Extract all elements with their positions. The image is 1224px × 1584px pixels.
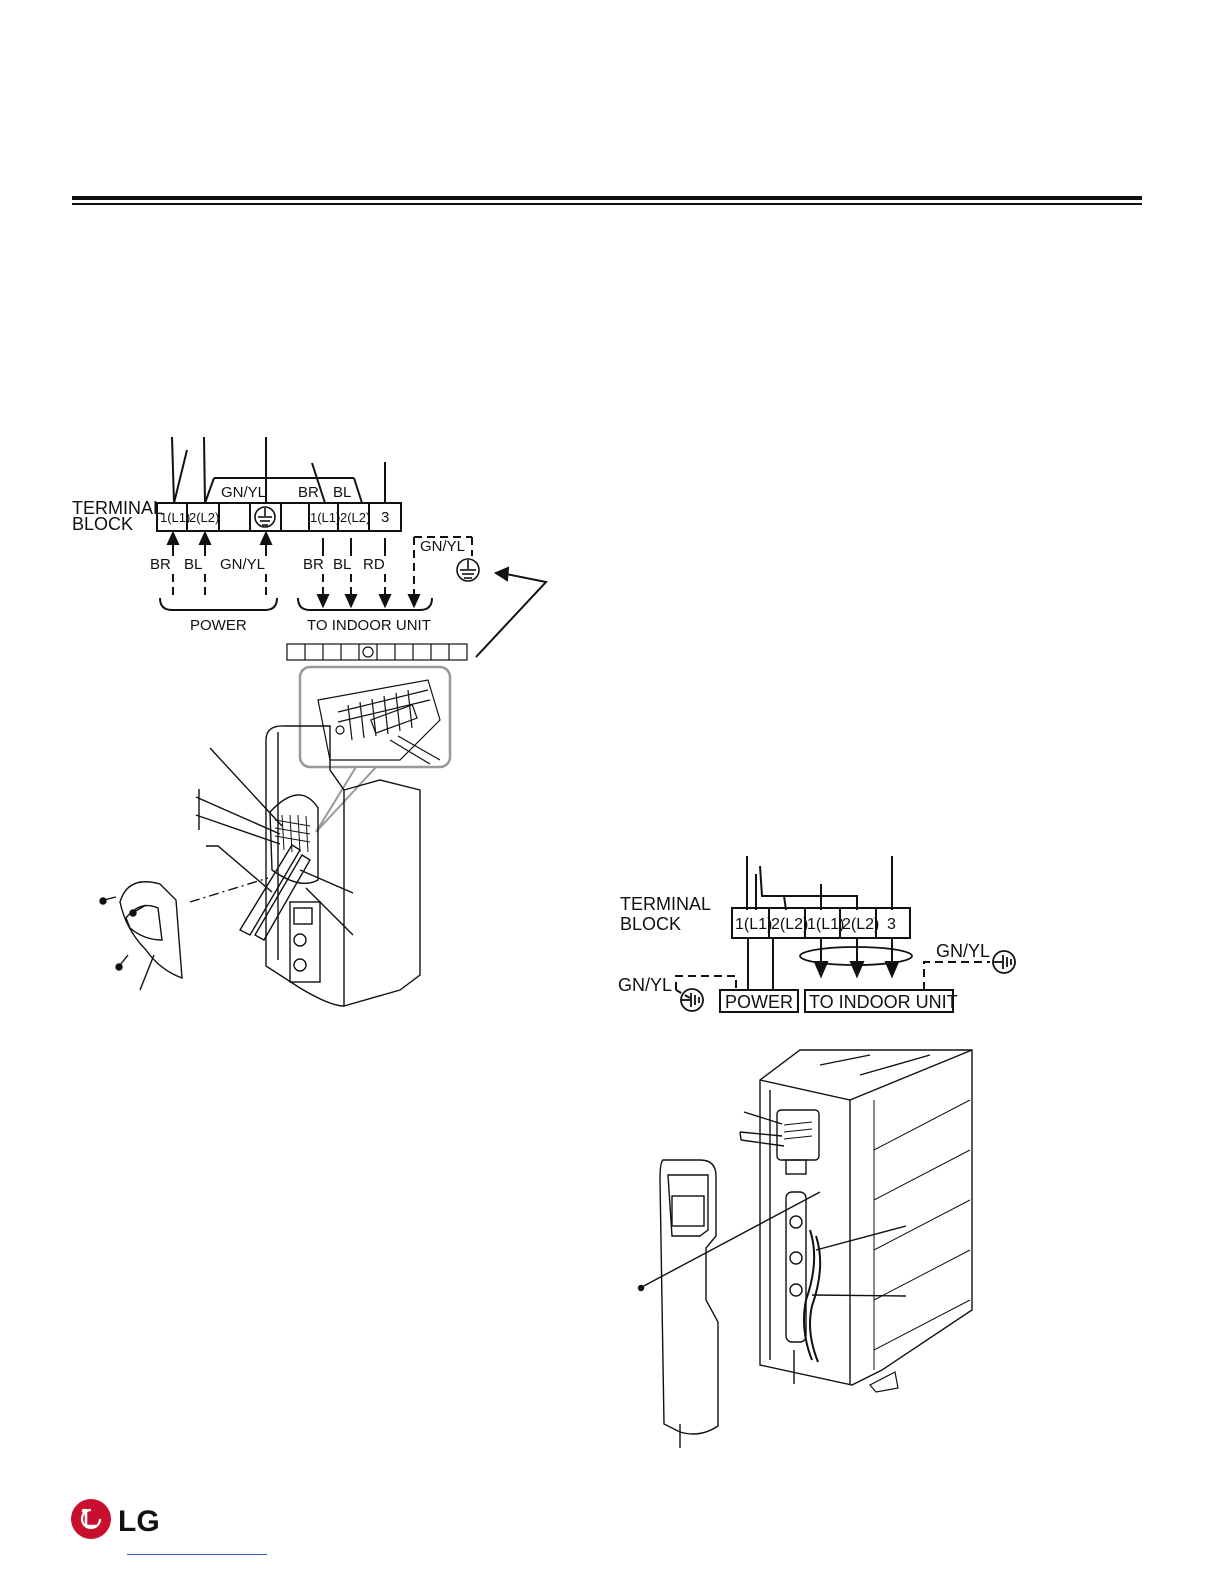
right-terminal-2: 2(L2): [771, 916, 808, 933]
ground-icon: [681, 989, 703, 1011]
right-indoor-group-label: TO INDOOR UNIT: [809, 992, 958, 1012]
footer-link-underline: [127, 1554, 267, 1555]
right-power-group-label: POWER: [725, 992, 793, 1012]
right-terminal-5: 3: [887, 916, 896, 933]
ground-icon: [993, 951, 1015, 973]
right-ground-label-right: GN/YL: [936, 941, 990, 961]
right-top-leaders: [747, 856, 892, 910]
right-terminal-4: 2(L2): [842, 916, 879, 933]
lg-logo-mark: LG: [70, 1498, 170, 1540]
right-outdoor-unit: [639, 1050, 973, 1392]
right-service-cover: [660, 1160, 718, 1448]
lg-logo-text: LG: [118, 1505, 160, 1538]
lg-logo: LG: [70, 1498, 170, 1540]
right-ground-label-left: GN/YL: [618, 975, 672, 995]
right-terminal-1: 1(L1): [735, 916, 772, 933]
right-terminal-3: 1(L1): [807, 916, 844, 933]
right-terminal-block-label-2: BLOCK: [620, 914, 681, 934]
right-terminal-block-label-1: TERMINAL: [620, 894, 711, 914]
